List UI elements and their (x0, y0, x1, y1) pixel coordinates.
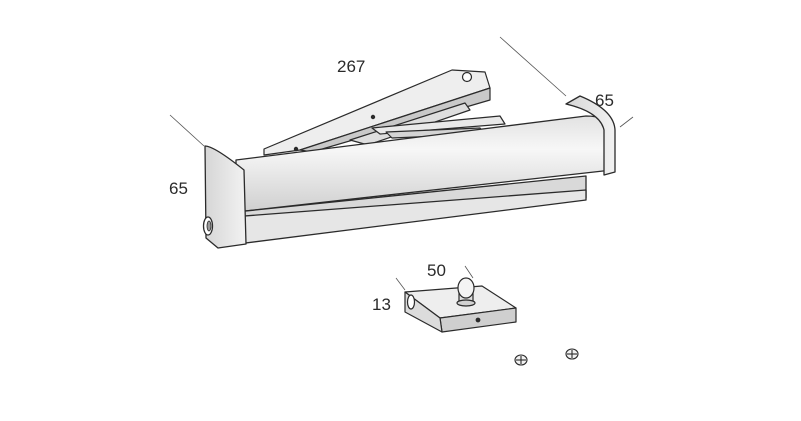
arm-rivet-2 (293, 146, 299, 152)
rail-right-cap (565, 95, 616, 176)
screw-1-icon (514, 354, 528, 366)
arm-rivet (370, 114, 376, 120)
dimension-label-depth-right: 65 (595, 91, 614, 110)
rail-end-hole-inner (206, 220, 212, 232)
dimension-label-clip-width: 50 (427, 261, 446, 280)
clip-side-hole (406, 294, 416, 310)
dimension-leader-top-right (499, 36, 567, 97)
dimension-lines (169, 36, 634, 291)
dimension-label-length: 267 (337, 57, 366, 76)
folding-arm (263, 69, 506, 156)
clip-pin-head (457, 277, 475, 299)
clip-screw-hole (475, 317, 481, 323)
screw-2-icon (565, 348, 579, 360)
dimension-leader-right (619, 116, 634, 128)
dimension-leader-clip-left (395, 277, 406, 291)
clip-pin-base (456, 299, 476, 307)
screws (514, 348, 579, 366)
dimension-leader-left (169, 114, 205, 147)
dimension-label-clip-height: 13 (372, 295, 391, 314)
arm-cross-link (371, 115, 506, 135)
rail-left-cap (204, 145, 247, 249)
main-rail (202, 95, 616, 249)
mounting-clip (404, 277, 517, 333)
dimension-leader-clip-right (464, 265, 474, 279)
dimension-label-depth-left: 65 (169, 179, 188, 198)
arm-pivot-hole (461, 71, 473, 83)
